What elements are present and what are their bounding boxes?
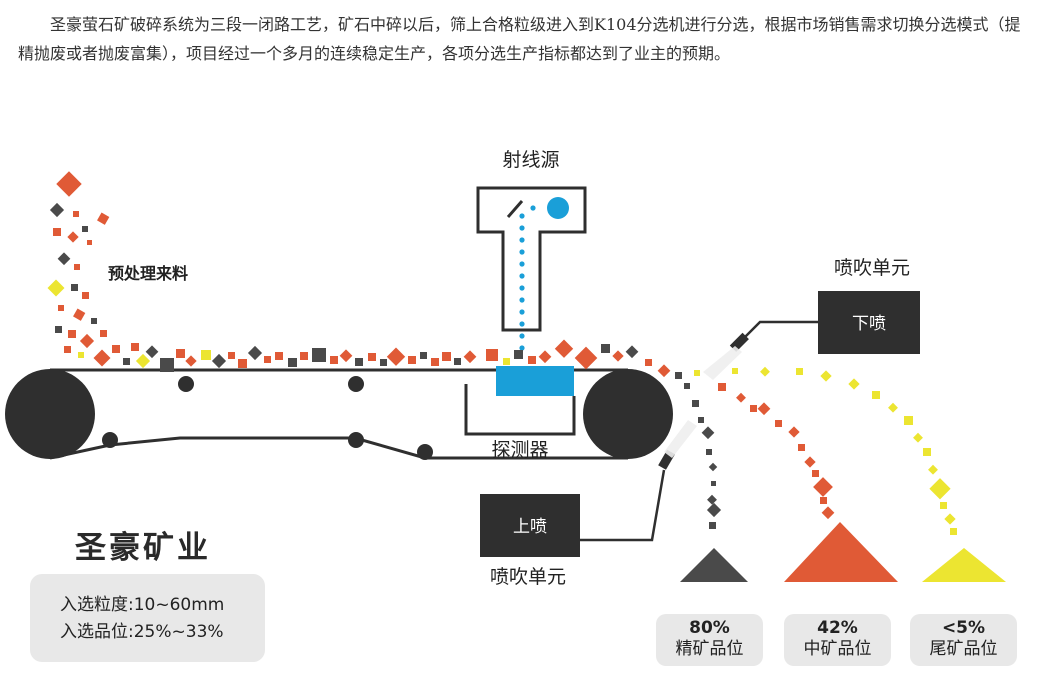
middling-grade-value: 42%	[817, 618, 858, 638]
top-blow-unit-label: 喷吹单元	[834, 257, 910, 279]
top-blow-box	[818, 291, 920, 354]
top-blow-box-label: 下喷	[852, 314, 886, 334]
tailings-pile	[922, 548, 1006, 582]
middling-trajectory	[718, 383, 835, 520]
bottom-nozzle-cable	[580, 469, 666, 542]
bottom-nozzle-jet	[664, 420, 697, 458]
feed-label: 预处理来料	[108, 264, 188, 283]
top-nozzle-jet	[703, 346, 742, 380]
belt-roller-left	[5, 369, 95, 459]
middling-grade-card: 42% 中矿品位	[784, 614, 891, 666]
concentrate-grade-label: 精矿品位	[675, 639, 744, 659]
tailings-grade-card: <5% 尾矿品位	[910, 614, 1017, 666]
bottom-blow-box	[480, 494, 580, 557]
feed-size-spec: 入选粒度:10~60mm	[60, 595, 225, 615]
feed-spec-card: 入选粒度:10~60mm 入选品位:25%~33%	[30, 574, 265, 662]
bottom-blow-unit-label: 喷吹单元	[490, 566, 566, 588]
bottom-blow-box-label: 上喷	[513, 517, 547, 537]
detector-label: 探测器	[491, 439, 548, 461]
feed-particles	[47, 171, 110, 358]
middling-pile	[784, 522, 898, 582]
detector	[496, 366, 574, 396]
ray-source-emitter	[547, 197, 569, 219]
ray-source-shutter	[506, 200, 524, 218]
company-brand: 圣豪矿业	[75, 530, 211, 566]
middling-grade-label: 中矿品位	[803, 639, 872, 659]
tailings-grade-label: 尾矿品位	[929, 639, 998, 659]
belt-roller-right	[583, 369, 673, 459]
tailings-trajectory	[694, 366, 957, 535]
ray-source-housing	[476, 186, 587, 332]
intro-paragraph: 圣豪萤石矿破碎系统为三段一闭路工艺，矿石中碎以后，筛上合格粒级进入到K104分选…	[18, 15, 1021, 63]
concentrate-grade-value: 80%	[689, 618, 730, 638]
ray-source-label: 射线源	[502, 149, 559, 171]
detector-bracket	[464, 384, 576, 436]
concentrate-pile	[680, 548, 748, 582]
tailings-grade-value: <5%	[941, 618, 986, 638]
belt-particles	[93, 339, 690, 389]
idler-rollers	[102, 376, 433, 460]
x-ray-beam	[519, 205, 536, 351]
concentrate-trajectory	[692, 400, 722, 529]
concentrate-grade-card: 80% 精矿品位	[656, 614, 763, 666]
feed-grade-spec: 入选品位:25%~33%	[60, 622, 224, 642]
top-nozzle-cable	[743, 320, 818, 339]
